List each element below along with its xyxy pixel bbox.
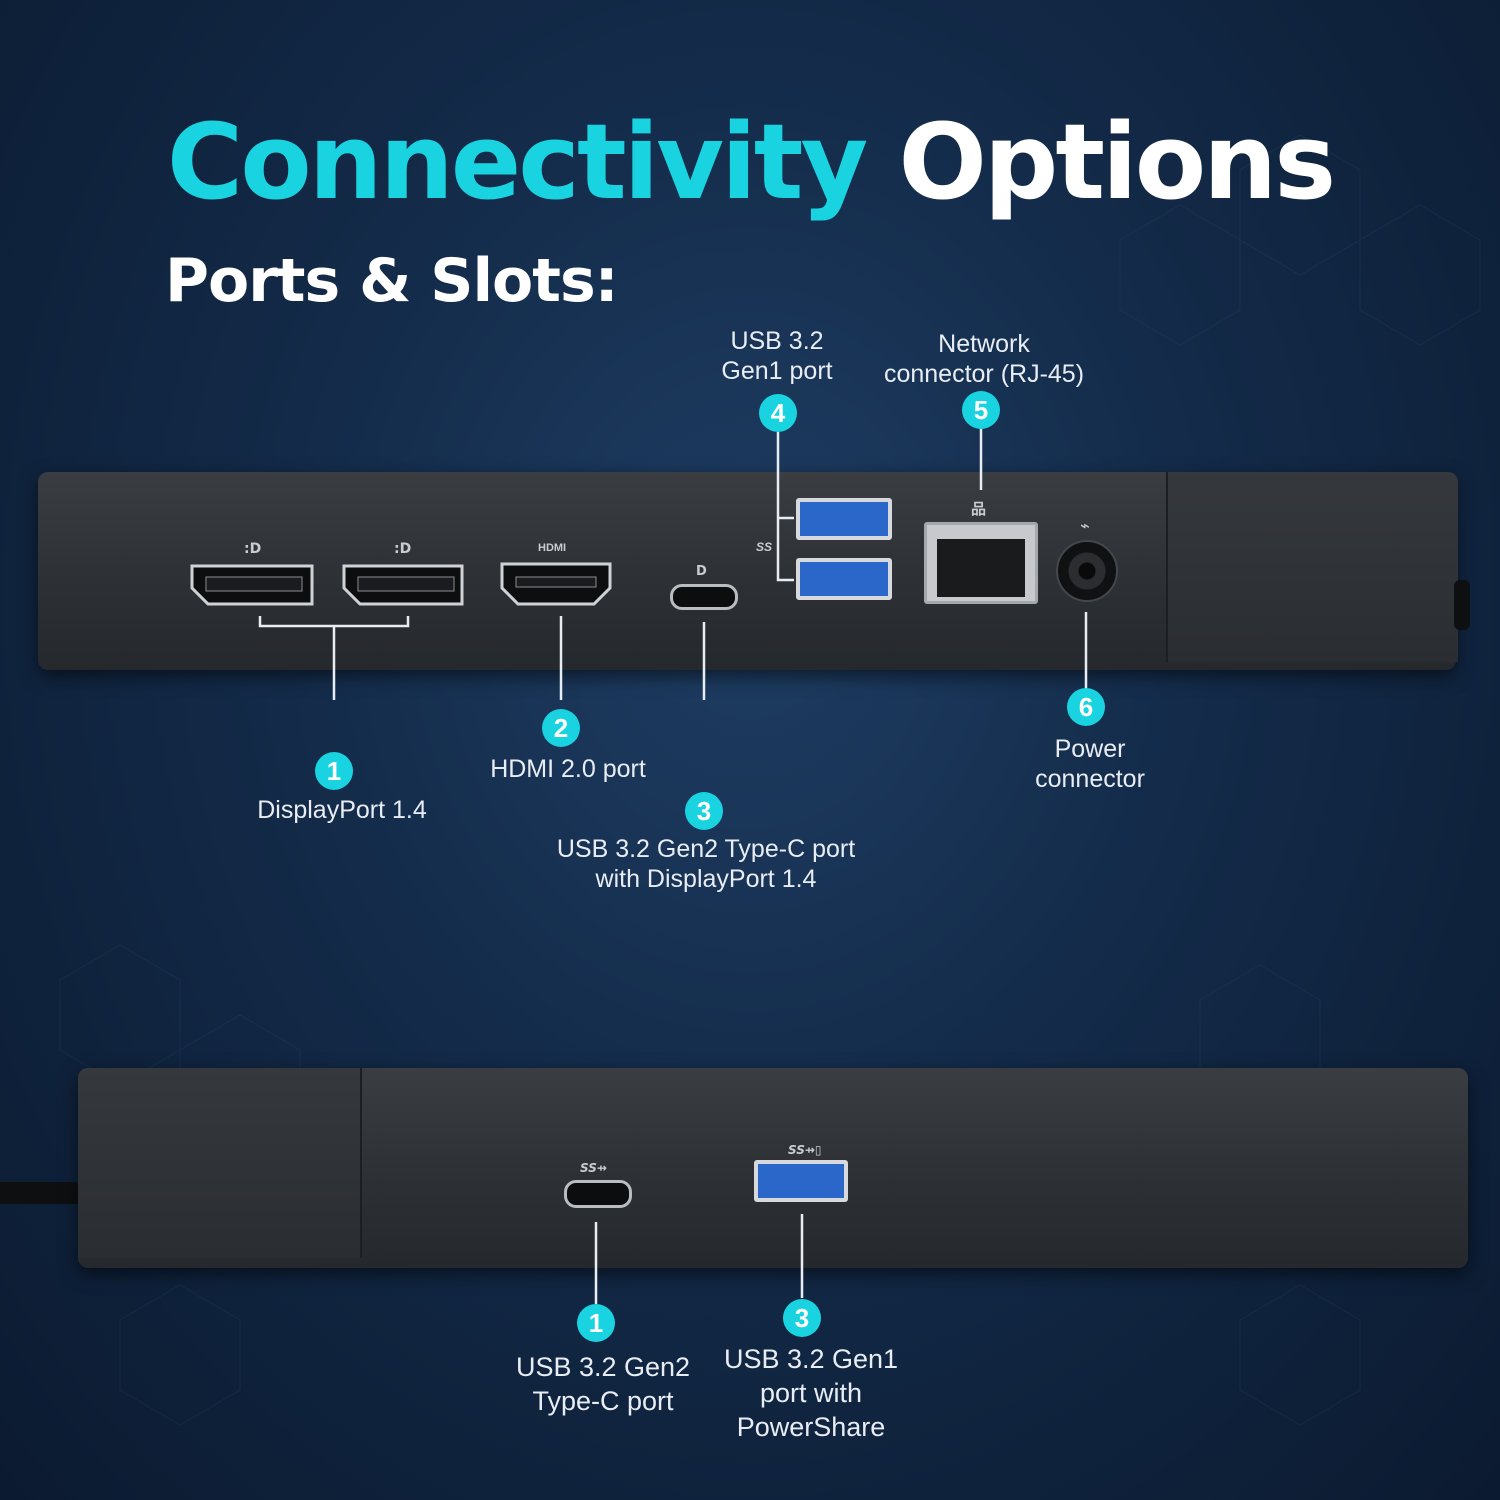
- front-callout-label-usb-a-line1: USB 3.2 Gen1: [723, 1344, 899, 1374]
- svg-text:SS⇸▯: SS⇸▯: [788, 1143, 822, 1157]
- usb-superspeed-symbol: SS: [756, 540, 773, 554]
- front-dock-end-cap: [78, 1068, 362, 1258]
- callout-badge-3: 3: [685, 792, 723, 830]
- front-usb-a-port: [754, 1160, 848, 1202]
- front-callout-label-usb-a-line3: PowerShare: [736, 1412, 886, 1442]
- front-callout-label-usb-c-line2: Type-C port: [532, 1386, 674, 1416]
- callout-label-usb-a-line2: Gen1 port: [721, 357, 833, 385]
- callout-label-power-line2: connector: [1035, 765, 1145, 793]
- front-ports-svg: SS⇸ SS⇸▯: [580, 1143, 822, 1304]
- rear-usb-a-port-top: [796, 498, 892, 540]
- power-port: [1056, 540, 1118, 602]
- hdmi-symbol: HDMI: [538, 542, 567, 554]
- power-symbol: ⌁: [1080, 518, 1090, 535]
- svg-text:SS⇸: SS⇸: [580, 1161, 607, 1175]
- front-callout-label-usb-a-line2: port with: [759, 1378, 863, 1408]
- callout-badge-1: 1: [315, 752, 353, 790]
- front-callout-badge-3: 3: [783, 1299, 821, 1337]
- rear-ports-svg: :D :D D: [190, 428, 1088, 700]
- front-usb-c-port: [564, 1180, 632, 1208]
- callout-badge-4: 4: [759, 394, 797, 432]
- callout-badge-5: 5: [962, 391, 1000, 429]
- callout-label-hdmi: HDMI 2.0 port: [490, 755, 646, 783]
- callout-label-network-line1: Network: [938, 330, 1030, 358]
- rear-usb-c-port: [670, 584, 738, 610]
- front-callout-badge-1: 1: [577, 1304, 615, 1342]
- rear-usb-a-port-bottom: [796, 558, 892, 600]
- svg-text::D: :D: [244, 541, 261, 557]
- displayport-1: [190, 564, 314, 606]
- network-symbol: 品: [971, 501, 987, 518]
- callout-label-usb-c-line1: USB 3.2 Gen2 Type-C port: [556, 835, 856, 863]
- svg-text::D: :D: [394, 541, 411, 557]
- rear-cable: [1454, 580, 1470, 630]
- title-rest-word: Options: [898, 101, 1336, 223]
- displayport-2: [342, 564, 464, 606]
- rj45-port: [924, 522, 1038, 604]
- front-cable: [0, 1182, 84, 1204]
- callout-label-power-line1: Power: [1054, 735, 1126, 763]
- front-callout-label-usb-c-line1: USB 3.2 Gen2: [515, 1352, 691, 1382]
- callout-badge-6: 6: [1067, 688, 1105, 726]
- rear-dock-end-cap: [1166, 472, 1458, 662]
- title-accent-word: Connectivity: [166, 101, 868, 223]
- callout-label-usb-c-line2: with DisplayPort 1.4: [595, 865, 817, 893]
- callout-badge-2: 2: [542, 709, 580, 747]
- svg-text:D: D: [696, 564, 707, 579]
- callout-label-displayport: DisplayPort 1.4: [257, 796, 427, 824]
- section-subtitle: Ports & Slots:: [165, 246, 619, 316]
- hdmi-port: [500, 562, 612, 606]
- callout-label-network-line2: connector (RJ-45): [883, 360, 1085, 388]
- callout-label-usb-a-line1: USB 3.2: [730, 327, 824, 355]
- page-title: Connectivity Options: [0, 100, 1500, 225]
